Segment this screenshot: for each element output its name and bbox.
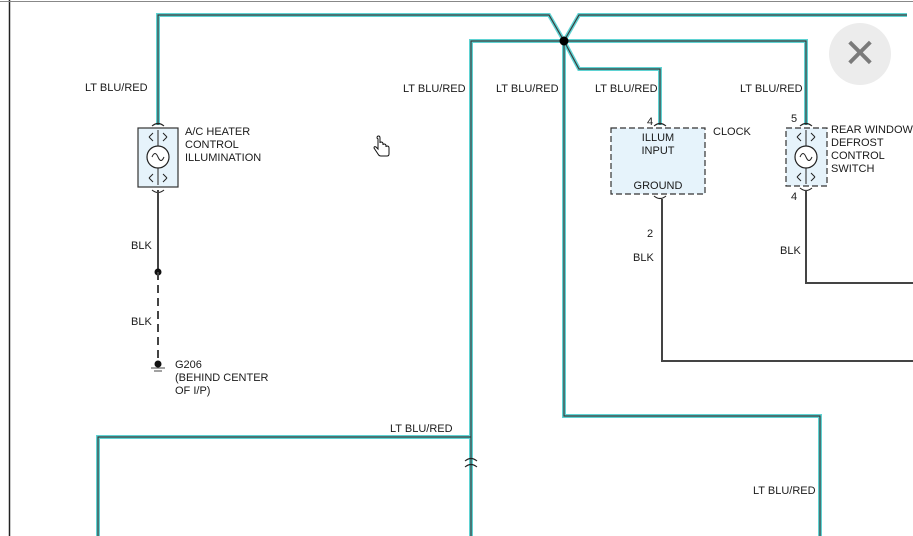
component-label-ac-heater: A/C HEATER CONTROL ILLUMINATION [185, 126, 262, 164]
wire-label-right-loop: LT BLU/RED [753, 485, 816, 497]
inline-connector [464, 457, 478, 468]
wire-center-down [469, 39, 564, 536]
wire-label-center: LT BLU/RED [496, 83, 559, 95]
ground-label-defrost: BLK [780, 245, 801, 257]
hand-pointer-icon [373, 135, 390, 157]
wire-right-loop [562, 41, 822, 536]
ac-heater-control-illumination [137, 122, 179, 194]
wire-label-ac-heater: LT BLU/RED [85, 82, 148, 94]
pin-clock-ground: 2 [647, 228, 654, 240]
power-wires [96, 13, 907, 536]
ground-label-clock: BLK [633, 252, 654, 264]
wire-lower-left [96, 435, 471, 536]
close-button[interactable]: ✕ [829, 23, 891, 85]
splice-junction [559, 36, 569, 46]
ground-label-lower: BLK [131, 316, 152, 328]
ground-wire-defrost [805, 190, 913, 284]
ground-point-id: G206 [175, 359, 202, 371]
component-label-rear-defrost: REAR WINDOW DEFROST CONTROL SWITCH [831, 124, 913, 175]
component-label-clock: CLOCK [713, 126, 751, 138]
rear-window-defrost-switch [785, 122, 828, 192]
close-icon: ✕ [843, 31, 877, 77]
ground-wire-clock [661, 199, 913, 362]
ground-wire-ac-heater [151, 190, 165, 372]
pin-defrost-output: 4 [791, 191, 798, 203]
clock-illum-input-label: ILLUM INPUT [641, 132, 675, 157]
ground-label-upper: BLK [131, 240, 152, 252]
wire-ac-heater-feed [156, 13, 566, 125]
clock-ground-label: GROUND [633, 180, 683, 192]
clock-component [610, 122, 706, 200]
pin-clock-input: 4 [647, 116, 654, 128]
wire-label-lower: LT BLU/RED [390, 423, 453, 435]
wire-label-defrost: LT BLU/RED [740, 83, 803, 95]
wire-label-clock: LT BLU/RED [595, 83, 658, 95]
ground-point-location: (BEHIND CENTER OF I/P) [175, 372, 269, 397]
pin-defrost-input: 5 [791, 113, 798, 125]
wire-label-center-left: LT BLU/RED [403, 83, 466, 95]
